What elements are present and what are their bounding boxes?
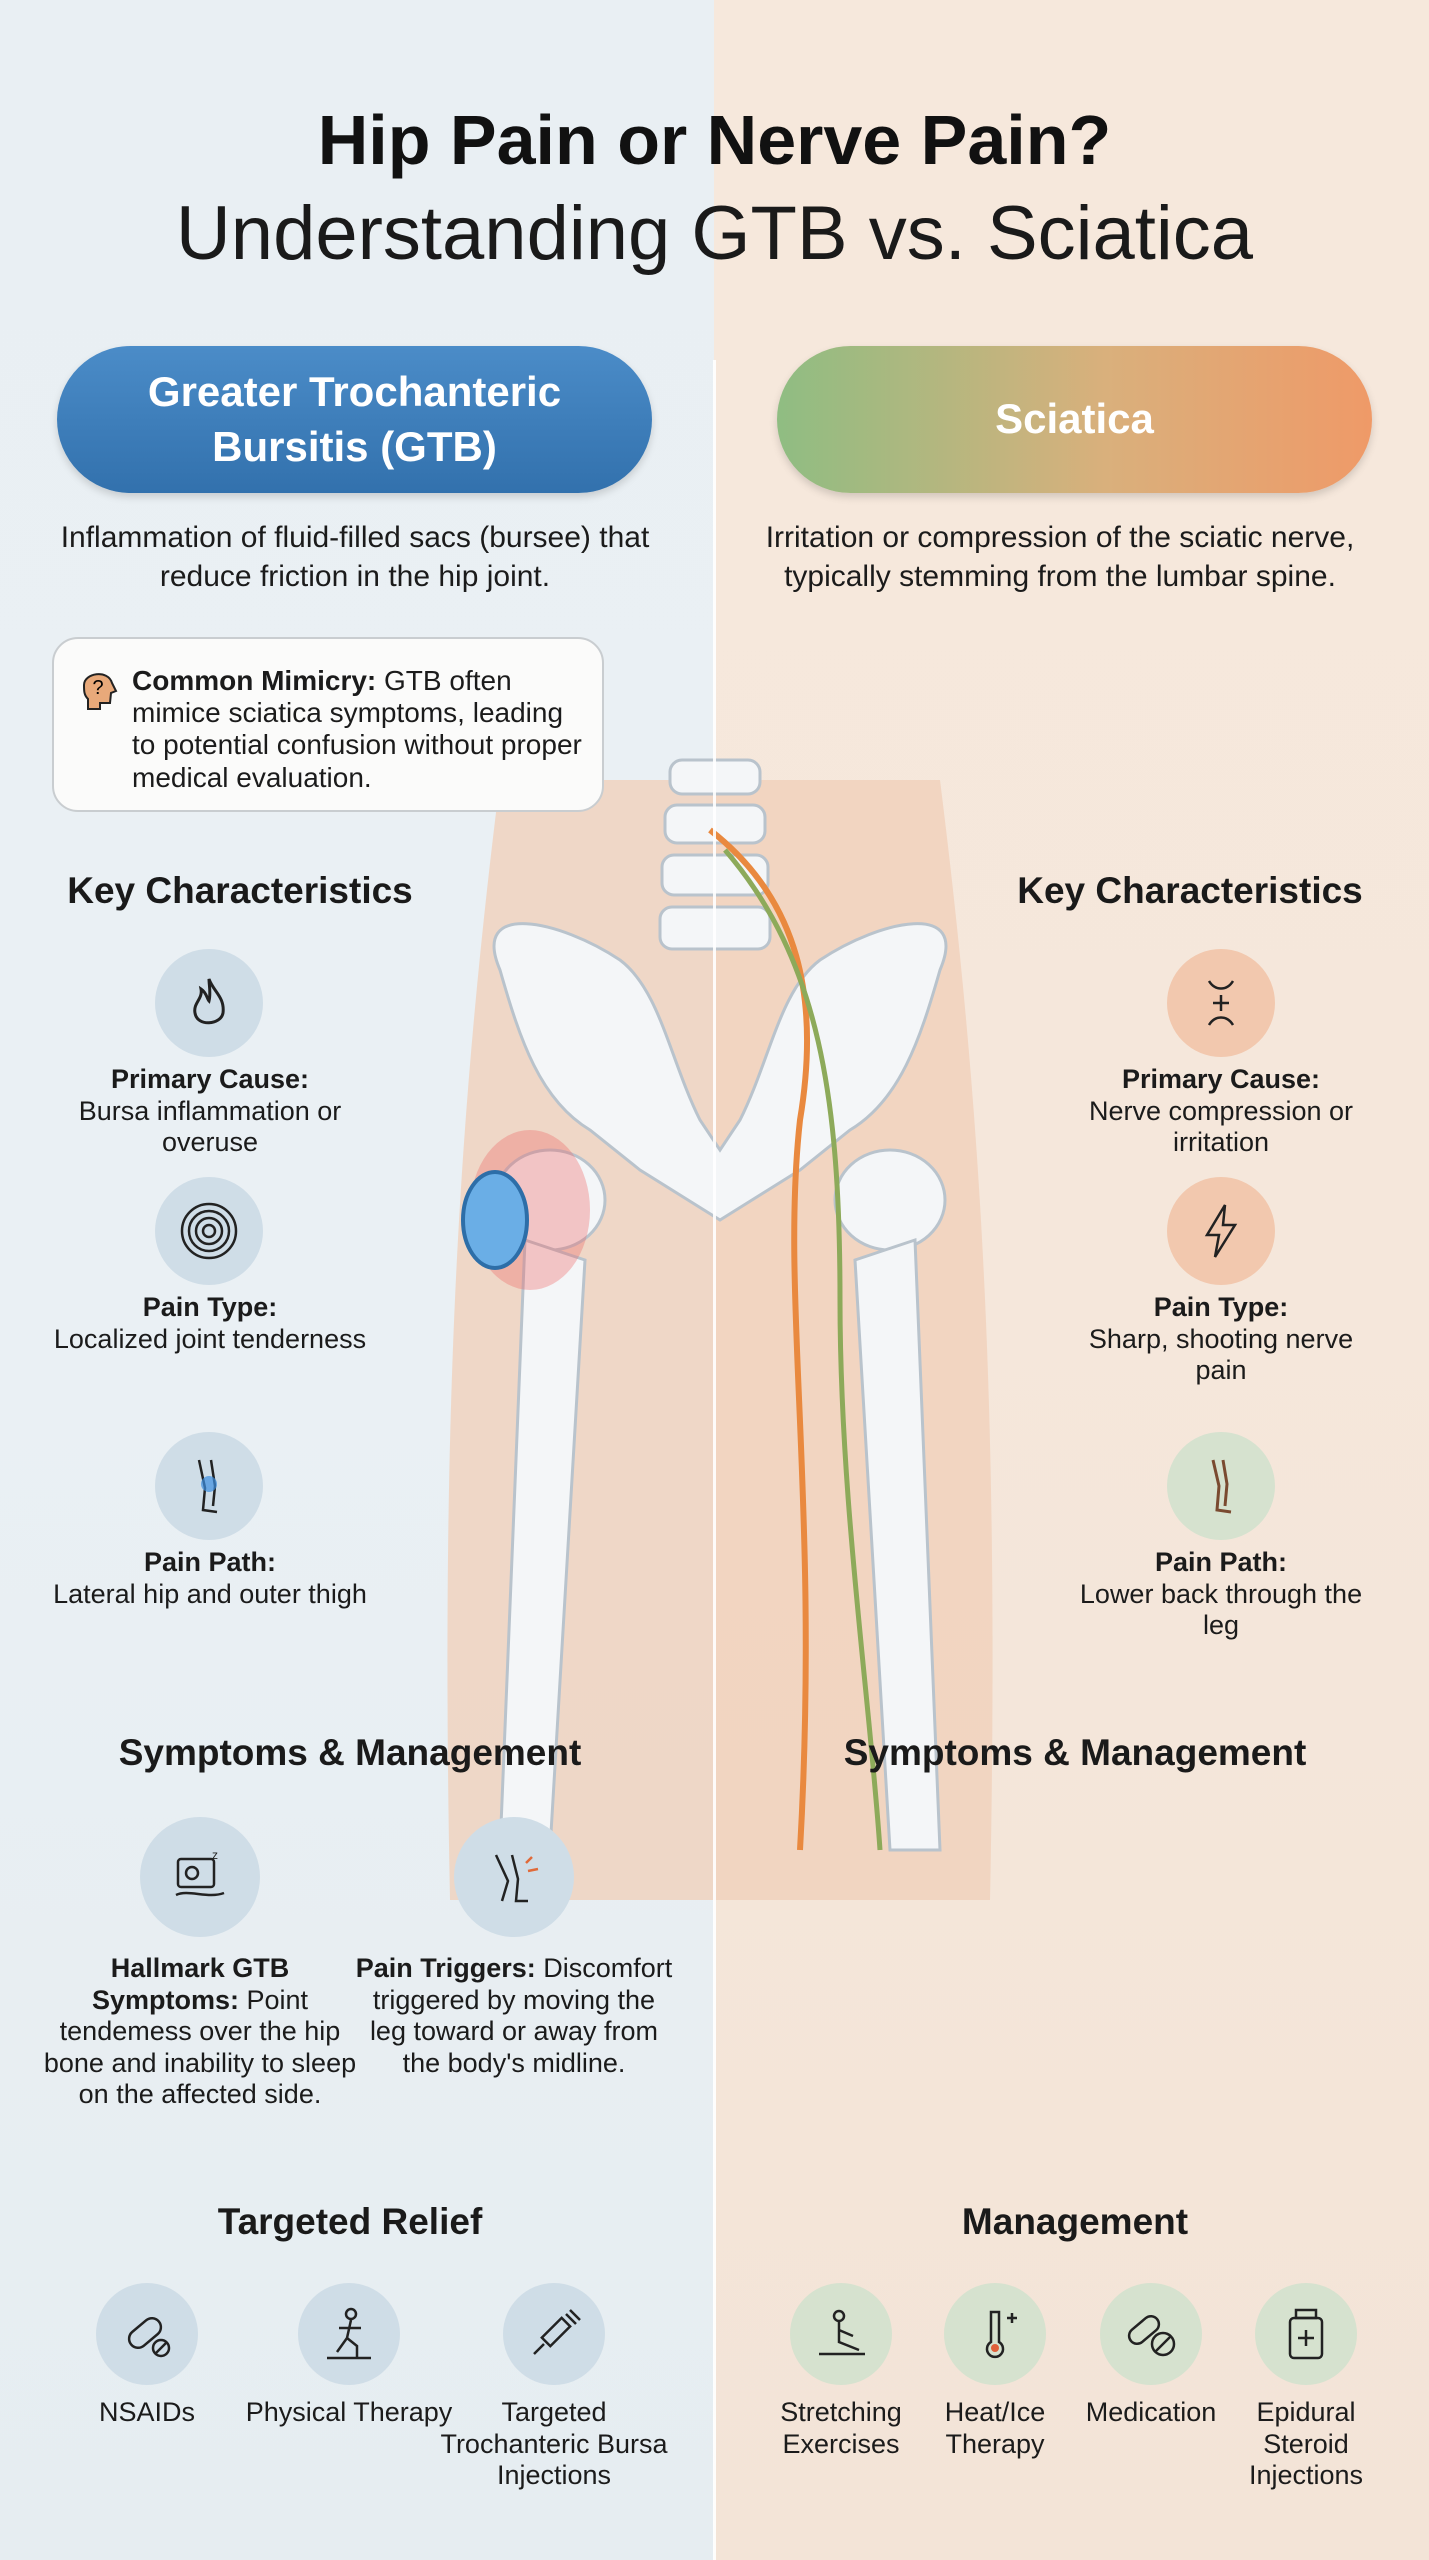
- svg-text:z: z: [212, 1848, 218, 1862]
- gtb-characteristic: Pain Type:Localized joint tenderness: [53, 1292, 367, 1354]
- hip-anatomy-illustration: [447, 758, 993, 1900]
- relief-label: NSAIDs: [98, 2397, 196, 2427]
- gtb-description: Inflammation of fluid-filled sacs (burse…: [60, 521, 650, 593]
- stretching-icon: [790, 2283, 892, 2385]
- callout-text: GTB often mimice sciatica symptoms, lead…: [132, 665, 582, 793]
- gtb-symptoms-heading: Symptoms & Management: [118, 1732, 582, 1773]
- exercise-icon: [298, 2283, 400, 2385]
- gtb-pill: Greater Trochanteric Bursitis (GTB): [57, 346, 652, 493]
- concentric-rings-icon: [155, 1177, 263, 1285]
- flame-icon: [155, 949, 263, 1057]
- gtb-characteristic: Pain Path:Lateral hip and outer thigh: [53, 1547, 367, 1609]
- gtb-hallmark-symptoms: Hallmark GTB Symptoms: Point tendemess o…: [43, 1953, 357, 2110]
- sciatica-pill: Sciatica: [777, 346, 1372, 493]
- management-label: Epidural Steroid Injections: [1248, 2397, 1364, 2491]
- sciatica-management-heading: Management: [961, 2201, 1189, 2242]
- gtb-characteristic: Primary Cause:Bursa inflammation or over…: [78, 1064, 342, 1158]
- leg-icon: [155, 1432, 263, 1540]
- gtb-pill-label: Greater Trochanteric Bursitis (GTB): [147, 367, 562, 470]
- medicine-bottle-icon: [1255, 2283, 1357, 2385]
- svg-text:?: ?: [92, 677, 103, 699]
- pill-icon: [96, 2283, 198, 2385]
- sciatica-characteristic: Pain Path:Lower back through the leg: [1079, 1547, 1363, 1641]
- thermometer-icon: [944, 2283, 1046, 2385]
- management-label: Stretching Exercises: [780, 2397, 902, 2459]
- nerve-compression-icon: [1167, 949, 1275, 1057]
- sciatica-description: Irritation or compression of the sciatic…: [765, 521, 1355, 593]
- leg-icon: [1167, 1432, 1275, 1540]
- sciatica-key-characteristics-heading: Key Characteristics: [1017, 870, 1363, 911]
- question-head-icon: ?: [82, 673, 118, 710]
- gtb-key-characteristics-heading: Key Characteristics: [67, 870, 413, 911]
- management-label: Medication: [1085, 2397, 1217, 2427]
- relief-label: Physical Therapy: [245, 2397, 453, 2427]
- sciatica-pill-label: Sciatica: [995, 395, 1154, 443]
- common-mimicry-callout: ? Common Mimicry: GTB often mimice sciat…: [52, 637, 604, 812]
- title-line1: Hip Pain or Nerve Pain?: [317, 101, 1112, 179]
- leg-pain-icon: [454, 1817, 574, 1937]
- gtb-pain-triggers: Pain Triggers: Discomfort triggered by m…: [355, 1953, 673, 2078]
- relief-label: Targeted Trochanteric Bursa Injections: [440, 2397, 668, 2491]
- title-line2: Understanding GTB vs. Sciatica: [175, 191, 1254, 276]
- management-label: Heat/Ice Therapy: [944, 2397, 1046, 2459]
- center-divider: [713, 360, 716, 2560]
- sleep-icon: z: [140, 1817, 260, 1937]
- sciatica-characteristic: Pain Type:Sharp, shooting nerve pain: [1088, 1292, 1354, 1386]
- capsule-icon: [1100, 2283, 1202, 2385]
- syringe-icon: [503, 2283, 605, 2385]
- sciatica-symptoms-heading: Symptoms & Management: [843, 1732, 1307, 1773]
- sciatica-characteristic: Primary Cause:Nerve compression or irrit…: [1088, 1064, 1354, 1158]
- callout-title: Common Mimicry:: [132, 665, 377, 696]
- gtb-targeted-relief-heading: Targeted Relief: [217, 2201, 483, 2242]
- lightning-icon: [1167, 1177, 1275, 1285]
